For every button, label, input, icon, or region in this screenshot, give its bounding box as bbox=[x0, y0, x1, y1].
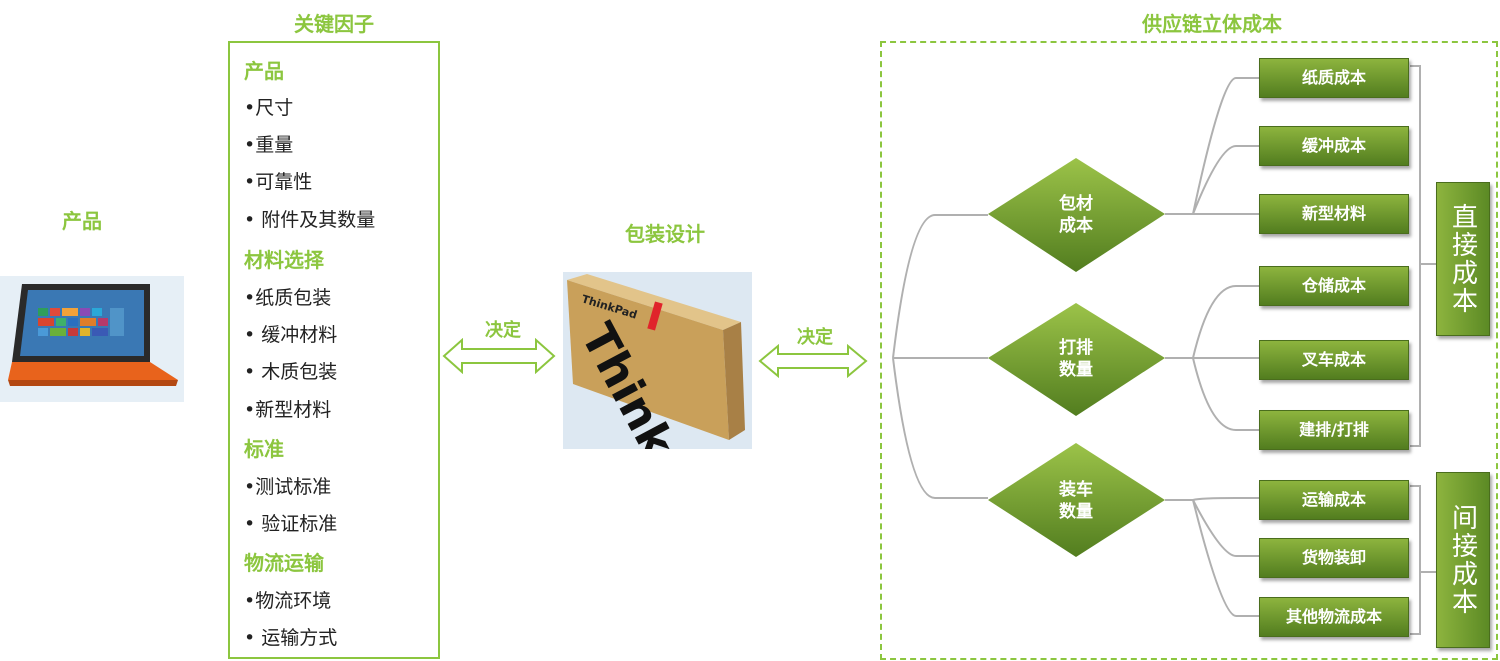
diamond-shape bbox=[988, 158, 1165, 272]
factor-group-title: 标准 bbox=[244, 437, 284, 461]
factors-box: 产品 •尺寸 •重量 •可靠性 • 附件及其数量 材料选择 •纸质包装 • 缓冲… bbox=[228, 41, 440, 659]
factor-item: • 运输方式 bbox=[244, 627, 338, 649]
diamond-shape bbox=[988, 443, 1165, 557]
arrow-label-right: 决定 bbox=[797, 327, 833, 348]
factor-group-title: 物流运输 bbox=[244, 551, 324, 575]
factor-item: • 木质包装 bbox=[244, 361, 338, 383]
factor-group-title: 材料选择 bbox=[244, 248, 324, 272]
factor-item: •物流环境 bbox=[244, 590, 332, 612]
factor-item: •可靠性 bbox=[244, 171, 313, 193]
factor-item: •纸质包装 bbox=[244, 287, 332, 309]
double-arrow-icon bbox=[442, 338, 556, 374]
factor-item: •新型材料 bbox=[244, 399, 332, 421]
supply-title: 供应链立体成本 bbox=[1142, 12, 1282, 36]
cost-box: 建排/打排 bbox=[1259, 410, 1409, 450]
cost-box: 货物装卸 bbox=[1259, 538, 1409, 578]
cost-box: 纸质成本 bbox=[1259, 58, 1409, 98]
factor-item: • 附件及其数量 bbox=[244, 209, 376, 231]
category-direct-cost: 直接成本 bbox=[1436, 182, 1490, 336]
laptop-image bbox=[0, 276, 184, 402]
factors-title: 关键因子 bbox=[294, 12, 374, 36]
factor-item: •尺寸 bbox=[244, 97, 294, 119]
cost-box: 运输成本 bbox=[1259, 480, 1409, 520]
arrow-label-left: 决定 bbox=[485, 320, 521, 341]
double-arrow-icon bbox=[758, 344, 868, 378]
diamond-label-pallet: 打排数量 bbox=[1059, 338, 1093, 380]
diamond-label-loading: 装车数量 bbox=[1059, 480, 1093, 522]
package-title: 包装设计 bbox=[625, 222, 705, 246]
factor-item: •测试标准 bbox=[244, 476, 332, 498]
diamond-label-packaging: 包材成本 bbox=[1059, 194, 1093, 236]
cost-box: 叉车成本 bbox=[1259, 340, 1409, 380]
cost-box: 其他物流成本 bbox=[1259, 597, 1409, 637]
cost-box: 缓冲成本 bbox=[1259, 126, 1409, 166]
package-image: ThinkPad Think bbox=[563, 272, 752, 468]
factor-group-title: 产品 bbox=[244, 59, 284, 83]
category-indirect-cost: 间接成本 bbox=[1436, 472, 1490, 648]
factor-item: • 缓冲材料 bbox=[244, 324, 338, 346]
factor-item: •重量 bbox=[244, 134, 294, 156]
factor-item: • 验证标准 bbox=[244, 513, 338, 535]
diamond-shape bbox=[988, 303, 1165, 416]
supply-chain-box bbox=[880, 41, 1498, 660]
cost-box: 仓储成本 bbox=[1259, 266, 1409, 306]
cost-box: 新型材料 bbox=[1259, 194, 1409, 234]
product-title: 产品 bbox=[62, 209, 102, 233]
